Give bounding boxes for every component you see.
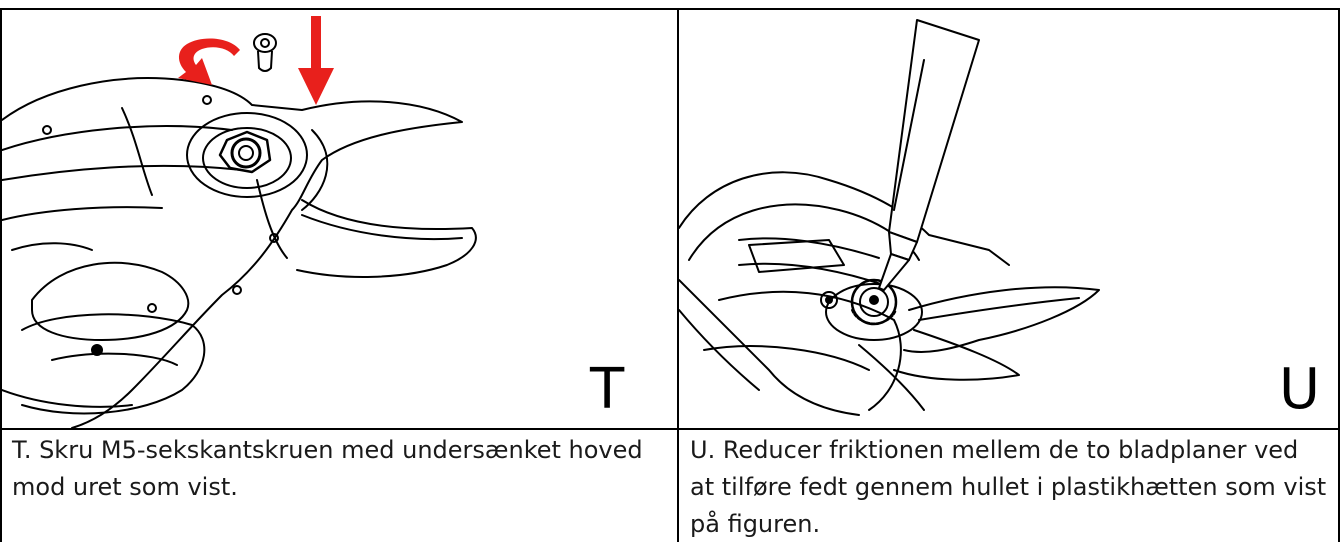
table-border-left — [0, 8, 2, 542]
panel-t-caption: T. Skru M5-sekskantskruen med undersænke… — [12, 436, 643, 501]
panel-u-letter: U — [1279, 357, 1320, 422]
pruner-grease-illustration — [679, 19, 1100, 416]
screw-icon — [253, 33, 277, 72]
panel-t-letter: T — [590, 357, 625, 422]
table-border-middle — [0, 428, 1340, 430]
rotate-counterclockwise-arrow-icon — [178, 38, 240, 85]
table-border-right — [1338, 8, 1340, 542]
down-arrow-icon — [298, 16, 334, 105]
table-border-top — [0, 8, 1340, 10]
panel-u-illustration: U — [679, 10, 1338, 428]
panel-t-illustration: T — [2, 10, 677, 428]
pruner-screw-illustration — [2, 16, 477, 428]
panel-u-caption: U. Reducer friktionen mellem de to bladp… — [690, 436, 1327, 538]
table-border-center — [677, 8, 679, 542]
grease-tube-icon — [878, 19, 980, 291]
